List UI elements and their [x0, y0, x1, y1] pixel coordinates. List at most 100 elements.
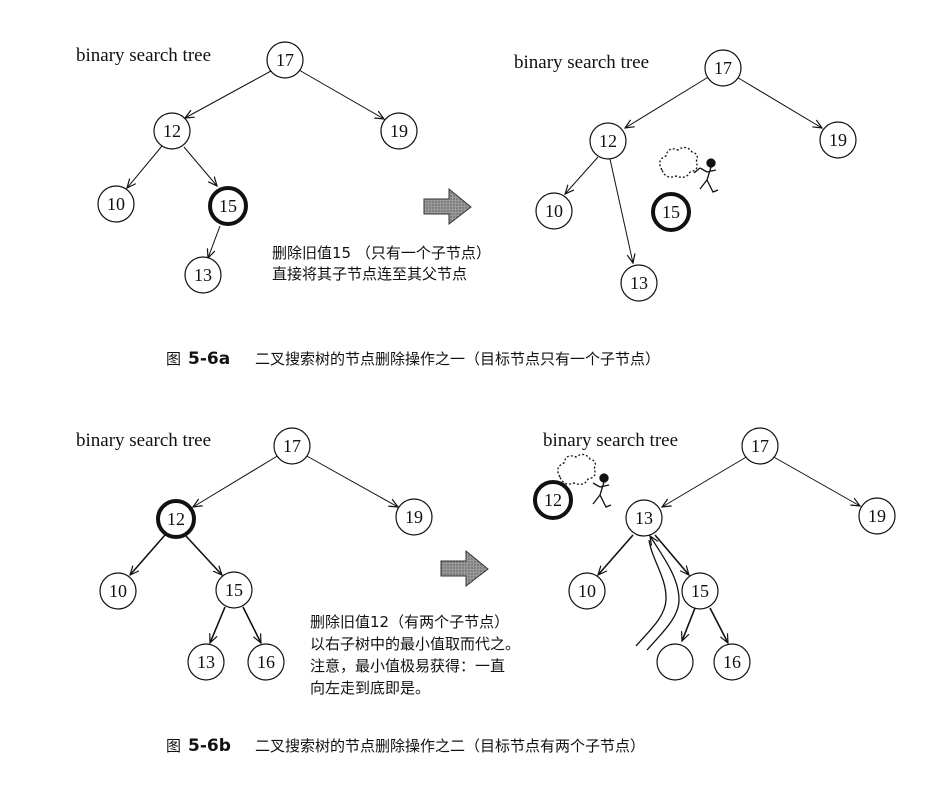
svg-text:5-6b: 5-6b: [188, 736, 231, 756]
node-10: 10: [97, 185, 135, 223]
edge-15-16: [242, 606, 262, 643]
edge-12-10: [565, 156, 599, 194]
svg-text:5-6a: 5-6a: [188, 349, 230, 369]
edge-17-19: [734, 75, 822, 128]
edge-12-10: [130, 534, 166, 575]
svg-text:10: 10: [578, 581, 596, 601]
edge-17-13: [662, 455, 749, 507]
node-19: 19: [819, 121, 857, 159]
note-line-4: 向左走到底即是。: [310, 679, 430, 697]
svg-text:图: 图: [166, 350, 181, 368]
empty-node: [656, 643, 694, 681]
node-15: 15: [681, 572, 719, 610]
edge-12-13: [609, 158, 633, 263]
edge-17-12: [185, 70, 272, 118]
deleted-node-12: 12: [533, 480, 573, 520]
node-19: 19: [858, 497, 896, 535]
svg-text:12: 12: [599, 131, 617, 151]
node-12-target: 12: [156, 499, 196, 539]
svg-text:17: 17: [276, 50, 294, 70]
svg-text:10: 10: [109, 581, 127, 601]
edge-12-10: [127, 145, 163, 188]
svg-text:10: 10: [107, 194, 125, 214]
svg-text:15: 15: [225, 580, 243, 600]
svg-text:13: 13: [194, 265, 212, 285]
svg-text:15: 15: [219, 196, 237, 216]
edge-15-empty: [682, 607, 696, 641]
svg-text:10: 10: [545, 201, 563, 221]
node-15-target: 15: [208, 186, 248, 226]
node-10: 10: [568, 572, 606, 610]
node-12: 12: [589, 122, 627, 160]
node-17: 17: [704, 49, 742, 87]
deleted-node-15: 15: [651, 192, 691, 232]
svg-text:17: 17: [714, 58, 732, 78]
edge-17-12: [625, 75, 711, 128]
note-b: 删除旧值12（有两个子节点） 以右子树中的最小值取而代之。 注意，最小值极易获得…: [310, 613, 520, 697]
svg-text:13: 13: [635, 508, 653, 528]
node-19: 19: [395, 498, 433, 536]
node-13: 13: [187, 643, 225, 681]
note-line-1: 删除旧值15 （只有一个子节点）: [272, 244, 491, 262]
svg-text:19: 19: [829, 130, 847, 150]
node-10: 10: [535, 192, 573, 230]
figure-5-6b: binary search tree 17 12 19 10 15 13 16 …: [76, 427, 896, 756]
edge-15-13: [210, 606, 226, 643]
edge-13-10: [598, 534, 634, 575]
caption-5-6b: 图 5-6b 二叉搜索树的节点删除操作之二（目标节点有两个子节点）: [166, 736, 645, 756]
edge-17-19: [771, 455, 860, 506]
node-13: 13: [184, 256, 222, 294]
edge-15-13: [208, 225, 221, 258]
min-path-arrow: [646, 536, 680, 651]
svg-text:19: 19: [868, 506, 886, 526]
svg-text:图: 图: [166, 737, 181, 755]
node-13: 13: [625, 499, 663, 537]
edge-17-19: [298, 69, 384, 119]
tree-title: binary search tree: [514, 52, 649, 73]
kicking-man-icon: [659, 146, 719, 193]
edge-12-15: [184, 534, 222, 575]
transition-arrow-icon: [440, 549, 489, 588]
svg-text:12: 12: [163, 121, 181, 141]
svg-text:19: 19: [390, 121, 408, 141]
node-13: 13: [620, 264, 658, 302]
svg-text:13: 13: [197, 652, 215, 672]
svg-text:二叉搜索树的节点删除操作之一（目标节点只有一个子节点）: 二叉搜索树的节点删除操作之一（目标节点只有一个子节点）: [255, 350, 660, 368]
svg-text:16: 16: [723, 652, 741, 672]
node-10: 10: [99, 572, 137, 610]
svg-text:16: 16: [257, 652, 275, 672]
tree-before-a: binary search tree 17 12 19 10 15 13: [76, 41, 418, 294]
node-17: 17: [741, 427, 779, 465]
svg-text:二叉搜索树的节点删除操作之二（目标节点有两个子节点）: 二叉搜索树的节点删除操作之二（目标节点有两个子节点）: [255, 737, 645, 755]
tree-after-a: binary search tree 17 12 19 10 13 15: [514, 49, 857, 302]
svg-text:13: 13: [630, 273, 648, 293]
node-16: 16: [247, 643, 285, 681]
svg-text:19: 19: [405, 507, 423, 527]
svg-text:17: 17: [283, 436, 301, 456]
kicking-man-icon: [557, 453, 612, 508]
figure-5-6a: binary search tree 17 12 19 10 15 13 删除旧…: [76, 41, 857, 369]
tree-after-b: binary search tree 17 13 19 10 15 16 12: [533, 427, 896, 681]
svg-text:12: 12: [544, 490, 562, 510]
tree-before-b: binary search tree 17 12 19 10 15 13 16: [76, 427, 433, 681]
node-16: 16: [713, 643, 751, 681]
edge-17-12: [193, 454, 280, 507]
edge-13-15: [654, 534, 689, 575]
note-a: 删除旧值15 （只有一个子节点） 直接将其子节点连至其父节点: [272, 244, 491, 283]
svg-text:15: 15: [691, 581, 709, 601]
edge-15-16: [709, 607, 729, 643]
transition-arrow-icon: [423, 187, 472, 226]
caption-5-6a: 图 5-6a 二叉搜索树的节点删除操作之一（目标节点只有一个子节点）: [166, 349, 660, 369]
note-line-2: 以右子树中的最小值取而代之。: [310, 635, 520, 653]
edge-12-15: [183, 146, 217, 186]
node-15: 15: [215, 571, 253, 609]
svg-text:12: 12: [167, 509, 185, 529]
tree-title: binary search tree: [76, 430, 211, 451]
tree-title: binary search tree: [76, 45, 211, 66]
edge-17-19: [304, 454, 398, 507]
note-line-2: 直接将其子节点连至其父节点: [272, 265, 467, 283]
min-path-arrow: [635, 539, 667, 647]
node-12: 12: [153, 112, 191, 150]
note-line-3: 注意，最小值极易获得：一直: [310, 657, 505, 675]
